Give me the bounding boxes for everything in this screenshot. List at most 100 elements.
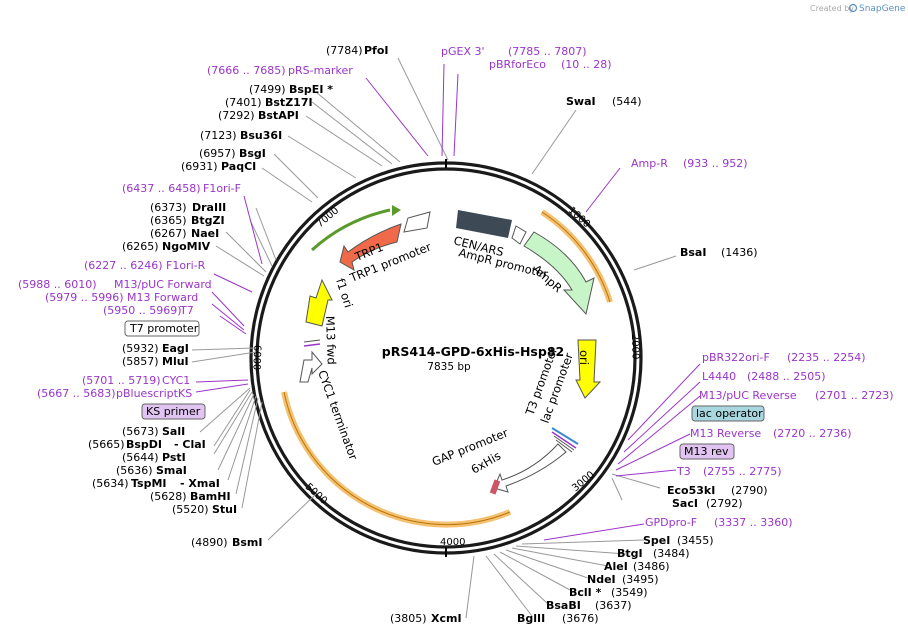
primer-t7-range: (5950 .. 5969): [103, 304, 182, 317]
enzyme-swai[interactable]: SwaI: [566, 95, 596, 108]
plasmid-length: 7835 bp: [427, 361, 471, 373]
enzyme-naei[interactable]: NaeI: [191, 227, 219, 240]
primer-pbluescriptks[interactable]: pBluescriptKS: [116, 387, 192, 400]
primer-f1ori-f-range: (6437 .. 6458): [122, 182, 201, 195]
primer-leader-lines: [195, 63, 701, 541]
green-arrow-head: [392, 205, 401, 216]
primer-m13puc-rev-range: (2701 .. 2723): [815, 389, 894, 402]
enzyme-bstz17i[interactable]: BstZ17I: [265, 96, 313, 109]
t7-promoter-box[interactable]: [124, 320, 200, 337]
tick-6000: 6000: [250, 345, 262, 371]
enzyme-sali-pos: (5673): [122, 425, 159, 438]
feature-ori: ori: [577, 350, 591, 365]
backbone-inner-ring: [255, 167, 637, 549]
enzyme-bsmi[interactable]: BsmI: [232, 536, 263, 549]
primer-m13puc-fwd-range: (5988 .. 6010): [18, 278, 97, 291]
enzyme-bsgi[interactable]: BsgI: [239, 147, 266, 160]
enzyme-xcmi[interactable]: XcmI: [431, 612, 462, 625]
enzyme-mlui[interactable]: MluI: [162, 355, 189, 368]
primer-f1ori-f[interactable]: F1ori-F: [203, 182, 241, 195]
primer-gpdpro-f[interactable]: GPDpro-F: [645, 516, 697, 529]
primer-m13-fwd-range: (5979 .. 5996): [45, 291, 124, 304]
enzyme-stui[interactable]: StuI: [212, 503, 237, 516]
enzyme-bsai-pos: (1436): [721, 246, 758, 259]
enzyme-bspdi[interactable]: BspDI: [126, 438, 162, 451]
primer-m13-reverse[interactable]: M13 Reverse: [690, 427, 761, 440]
enzyme-xmai[interactable]: - XmaI: [180, 477, 220, 490]
enzyme-bstapi[interactable]: BstAPI: [258, 109, 299, 122]
enzyme-bsu36i[interactable]: Bsu36I: [240, 129, 282, 142]
enzyme-bamhi[interactable]: BamHI: [190, 490, 231, 503]
enzyme-psti[interactable]: PstI: [162, 451, 186, 464]
enzyme-bcli[interactable]: BclI *: [569, 586, 602, 599]
enzyme-tspmi-pos: (5634): [92, 477, 129, 490]
enzyme-bcli-pos: (3549): [611, 586, 648, 599]
trp1-arrow: [339, 223, 402, 272]
enzyme-spei[interactable]: SpeI: [643, 534, 670, 547]
enzyme-bglii[interactable]: BglII: [517, 612, 545, 625]
plasmid-name: pRS414-GPD-6xHis-Hsp82: [382, 344, 564, 359]
enzyme-eco53ki[interactable]: Eco53kI: [667, 484, 715, 497]
primer-pgex3-range: (7785 .. 7807): [508, 45, 587, 58]
enzyme-ndei-pos: (3495): [622, 573, 659, 586]
credit-prefix: Created by: [810, 4, 854, 13]
enzyme-stui-pos: (5520): [172, 503, 209, 516]
m13-rev-box[interactable]: [679, 443, 735, 460]
primer-m13puc-fwd[interactable]: M13/pUC Forward: [114, 278, 212, 291]
enzyme-naei-pos: (6267): [150, 227, 187, 240]
enzyme-btgi-pos: (3484): [653, 547, 690, 560]
enzyme-ngomiv[interactable]: NgoMIV: [162, 240, 211, 253]
enzyme-tspmi[interactable]: TspMI: [131, 477, 167, 490]
enzyme-draiii-pos: (6373): [150, 201, 187, 214]
m13-fwd-marker: [303, 343, 321, 347]
primer-pbrforeco[interactable]: pBRforEco: [489, 58, 546, 71]
primer-f1ori-r-range: (6227 .. 6246): [84, 259, 163, 272]
f1-ori-arrow: [305, 278, 333, 327]
enzyme-pfoi-pos: (7784): [326, 44, 363, 57]
enzyme-clai[interactable]: - ClaI: [174, 438, 206, 451]
enzyme-bstapi-pos: (7292): [218, 109, 255, 122]
primer-f1ori-r[interactable]: F1ori-R: [166, 259, 206, 272]
enzyme-alei[interactable]: AleI: [604, 560, 628, 573]
primer-t7[interactable]: T7: [179, 304, 194, 317]
enzyme-bglii-pos: (3676): [562, 612, 599, 625]
primer-amp-r[interactable]: Amp-R: [631, 157, 668, 170]
enzyme-draiii[interactable]: DraIII: [192, 201, 226, 214]
primer-t3[interactable]: T3: [676, 465, 691, 478]
tick-2000: 2000: [629, 334, 641, 360]
primer-l4440-range: (2488 .. 2505): [747, 370, 826, 383]
enzyme-bsabi[interactable]: BsaBI: [546, 599, 581, 612]
primer-l4440[interactable]: L4440: [702, 370, 736, 383]
enzyme-bsu36i-pos: (7123): [200, 129, 237, 142]
enzyme-paqci[interactable]: PaqCI: [221, 160, 256, 173]
primer-pbluescriptks-range: (5667 .. 5683): [37, 387, 116, 400]
enzyme-ngomiv-pos: (6265): [122, 240, 159, 253]
primer-pgex3[interactable]: pGEX 3': [441, 45, 485, 58]
amp-highlight-arc-line: [541, 211, 611, 303]
primer-m13-fwd[interactable]: M13 Forward: [127, 291, 198, 304]
primer-cyc1[interactable]: CYC1: [162, 374, 190, 387]
enzyme-eagi[interactable]: EagI: [162, 342, 189, 355]
enzyme-btgi[interactable]: BtgI: [617, 547, 643, 560]
trp1-promoter-arrow: [403, 211, 431, 233]
lac-operator-box[interactable]: [691, 405, 765, 422]
enzyme-btgzi[interactable]: BtgZI: [191, 214, 225, 227]
green-arrow: [310, 208, 391, 252]
m13-rev-label: M13 rev: [684, 445, 729, 458]
enzyme-bsai[interactable]: BsaI: [680, 246, 706, 259]
enzyme-smai[interactable]: SmaI: [156, 464, 187, 477]
enzyme-pfoi[interactable]: PfoI: [364, 44, 389, 57]
credit-brand: SnapGene: [859, 4, 906, 14]
primer-m13puc-rev[interactable]: M13/pUC Reverse: [699, 389, 797, 402]
ks-primer-box[interactable]: [141, 403, 206, 420]
primer-prs-marker[interactable]: pRS-marker: [288, 64, 353, 77]
primer-m13-reverse-range: (2720 .. 2736): [773, 427, 852, 440]
gap-promoter-arrow: [493, 443, 567, 493]
enzyme-bspei[interactable]: BspEI *: [289, 83, 333, 96]
enzyme-ndei[interactable]: NdeI: [587, 573, 616, 586]
enzyme-paqci-pos: (6931): [181, 160, 218, 173]
primer-pbr322ori-f[interactable]: pBR322ori-F: [702, 351, 770, 364]
enzyme-saci[interactable]: SacI: [672, 497, 698, 510]
enzyme-sali[interactable]: SalI: [162, 425, 185, 438]
